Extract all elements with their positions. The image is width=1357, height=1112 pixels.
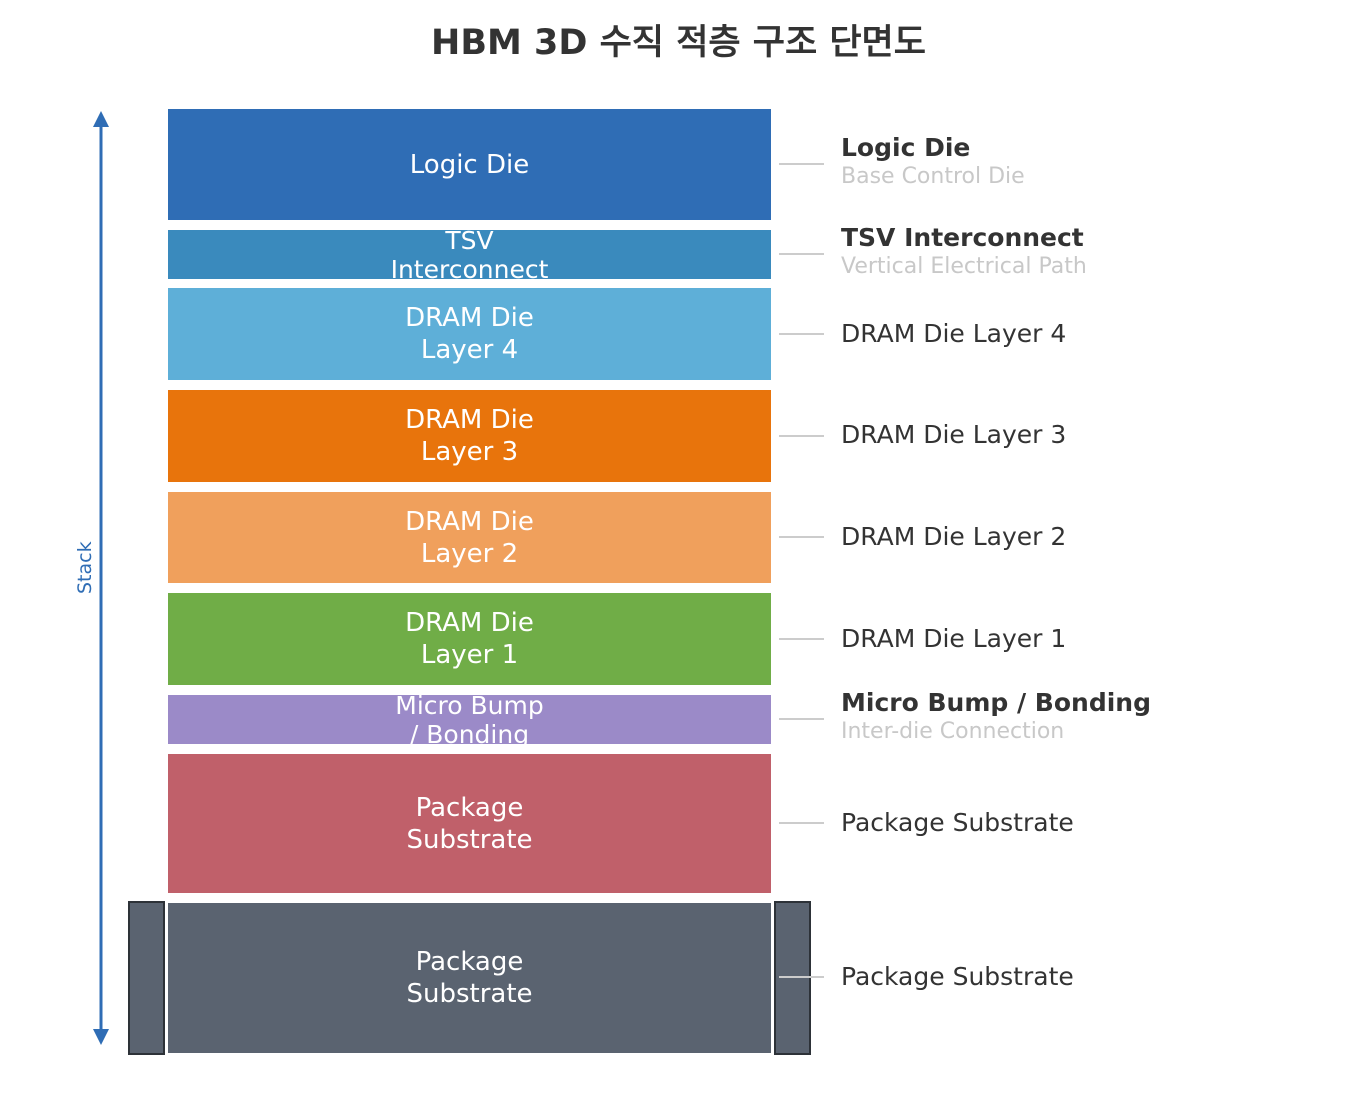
connector-line [779, 718, 824, 720]
layer-block-text: DRAM Die Layer 2 [405, 506, 534, 569]
label-tsv-interconnect: TSV Interconnect Vertical Electrical Pat… [841, 223, 1087, 281]
layer-block-dram-1: DRAM Die Layer 1 [168, 593, 771, 685]
label-title: Package Substrate [841, 962, 1074, 991]
label-title: DRAM Die Layer 4 [841, 319, 1067, 348]
label-dram-4: DRAM Die Layer 4 [841, 319, 1066, 349]
connector-line [779, 333, 824, 335]
label-package-substrate: Package Substrate [841, 808, 1074, 838]
layer-block-dram-2: DRAM Die Layer 2 [168, 492, 771, 583]
layer-block-text: DRAM Die Layer 1 [405, 608, 534, 670]
label-dram-2: DRAM Die Layer 2 [841, 522, 1066, 552]
label-title: Package Substrate [841, 808, 1074, 837]
diagram-title: HBM 3D 수직 적층 구조 단면도 [431, 23, 926, 63]
label-logic-die: Logic Die Base Control Die [841, 133, 1025, 191]
layer-block-dram-4: DRAM Die Layer 4 [168, 288, 771, 380]
layer-block-text: Package Substrate [406, 947, 533, 1009]
label-subtitle: Base Control Die [841, 164, 1025, 189]
label-subtitle: Vertical Electrical Path [841, 254, 1087, 279]
label-title: DRAM Die Layer 1 [841, 624, 1067, 653]
layer-block-text: DRAM Die Layer 3 [405, 405, 534, 467]
label-dram-3: DRAM Die Layer 3 [841, 420, 1066, 450]
substrate-side-left [128, 901, 165, 1055]
layer-block-package-substrate: Package Substrate [168, 754, 771, 893]
label-title: Logic Die [841, 133, 971, 162]
layer-block-text: Package Substrate [406, 792, 533, 855]
layer-block-text: Micro Bump / Bonding [395, 695, 544, 744]
layer-block-base-substrate: Package Substrate [168, 903, 771, 1053]
connector-line [779, 638, 824, 640]
label-dram-1: DRAM Die Layer 1 [841, 624, 1066, 654]
layer-block-text: Logic Die [409, 149, 530, 180]
connector-line [779, 253, 824, 255]
label-title: DRAM Die Layer 2 [841, 522, 1067, 551]
layer-block-text: DRAM Die Layer 4 [405, 303, 534, 365]
connector-line [779, 536, 824, 538]
layer-block-dram-3: DRAM Die Layer 3 [168, 390, 771, 482]
layer-block-micro-bump: Micro Bump / Bonding [168, 695, 771, 744]
label-subtitle: Inter-die Connection [841, 719, 1065, 744]
connector-line [779, 976, 824, 978]
stack-axis-arrow [93, 111, 109, 1045]
label-micro-bump: Micro Bump / Bonding Inter-die Connectio… [841, 688, 1151, 746]
connector-line [779, 822, 824, 824]
layer-block-text: TSV Interconnect [390, 230, 549, 279]
layer-block-tsv-interconnect: TSV Interconnect [168, 230, 771, 279]
axis-label: Stack [74, 541, 96, 594]
label-title: TSV Interconnect [841, 223, 1084, 252]
substrate-side-right [774, 901, 811, 1055]
connector-line [779, 163, 824, 165]
label-base-substrate: Package Substrate [841, 962, 1074, 992]
layer-block-logic-die: Logic Die [168, 109, 771, 220]
label-title: Micro Bump / Bonding [841, 688, 1151, 717]
connector-line [779, 435, 824, 437]
label-title: DRAM Die Layer 3 [841, 420, 1067, 449]
